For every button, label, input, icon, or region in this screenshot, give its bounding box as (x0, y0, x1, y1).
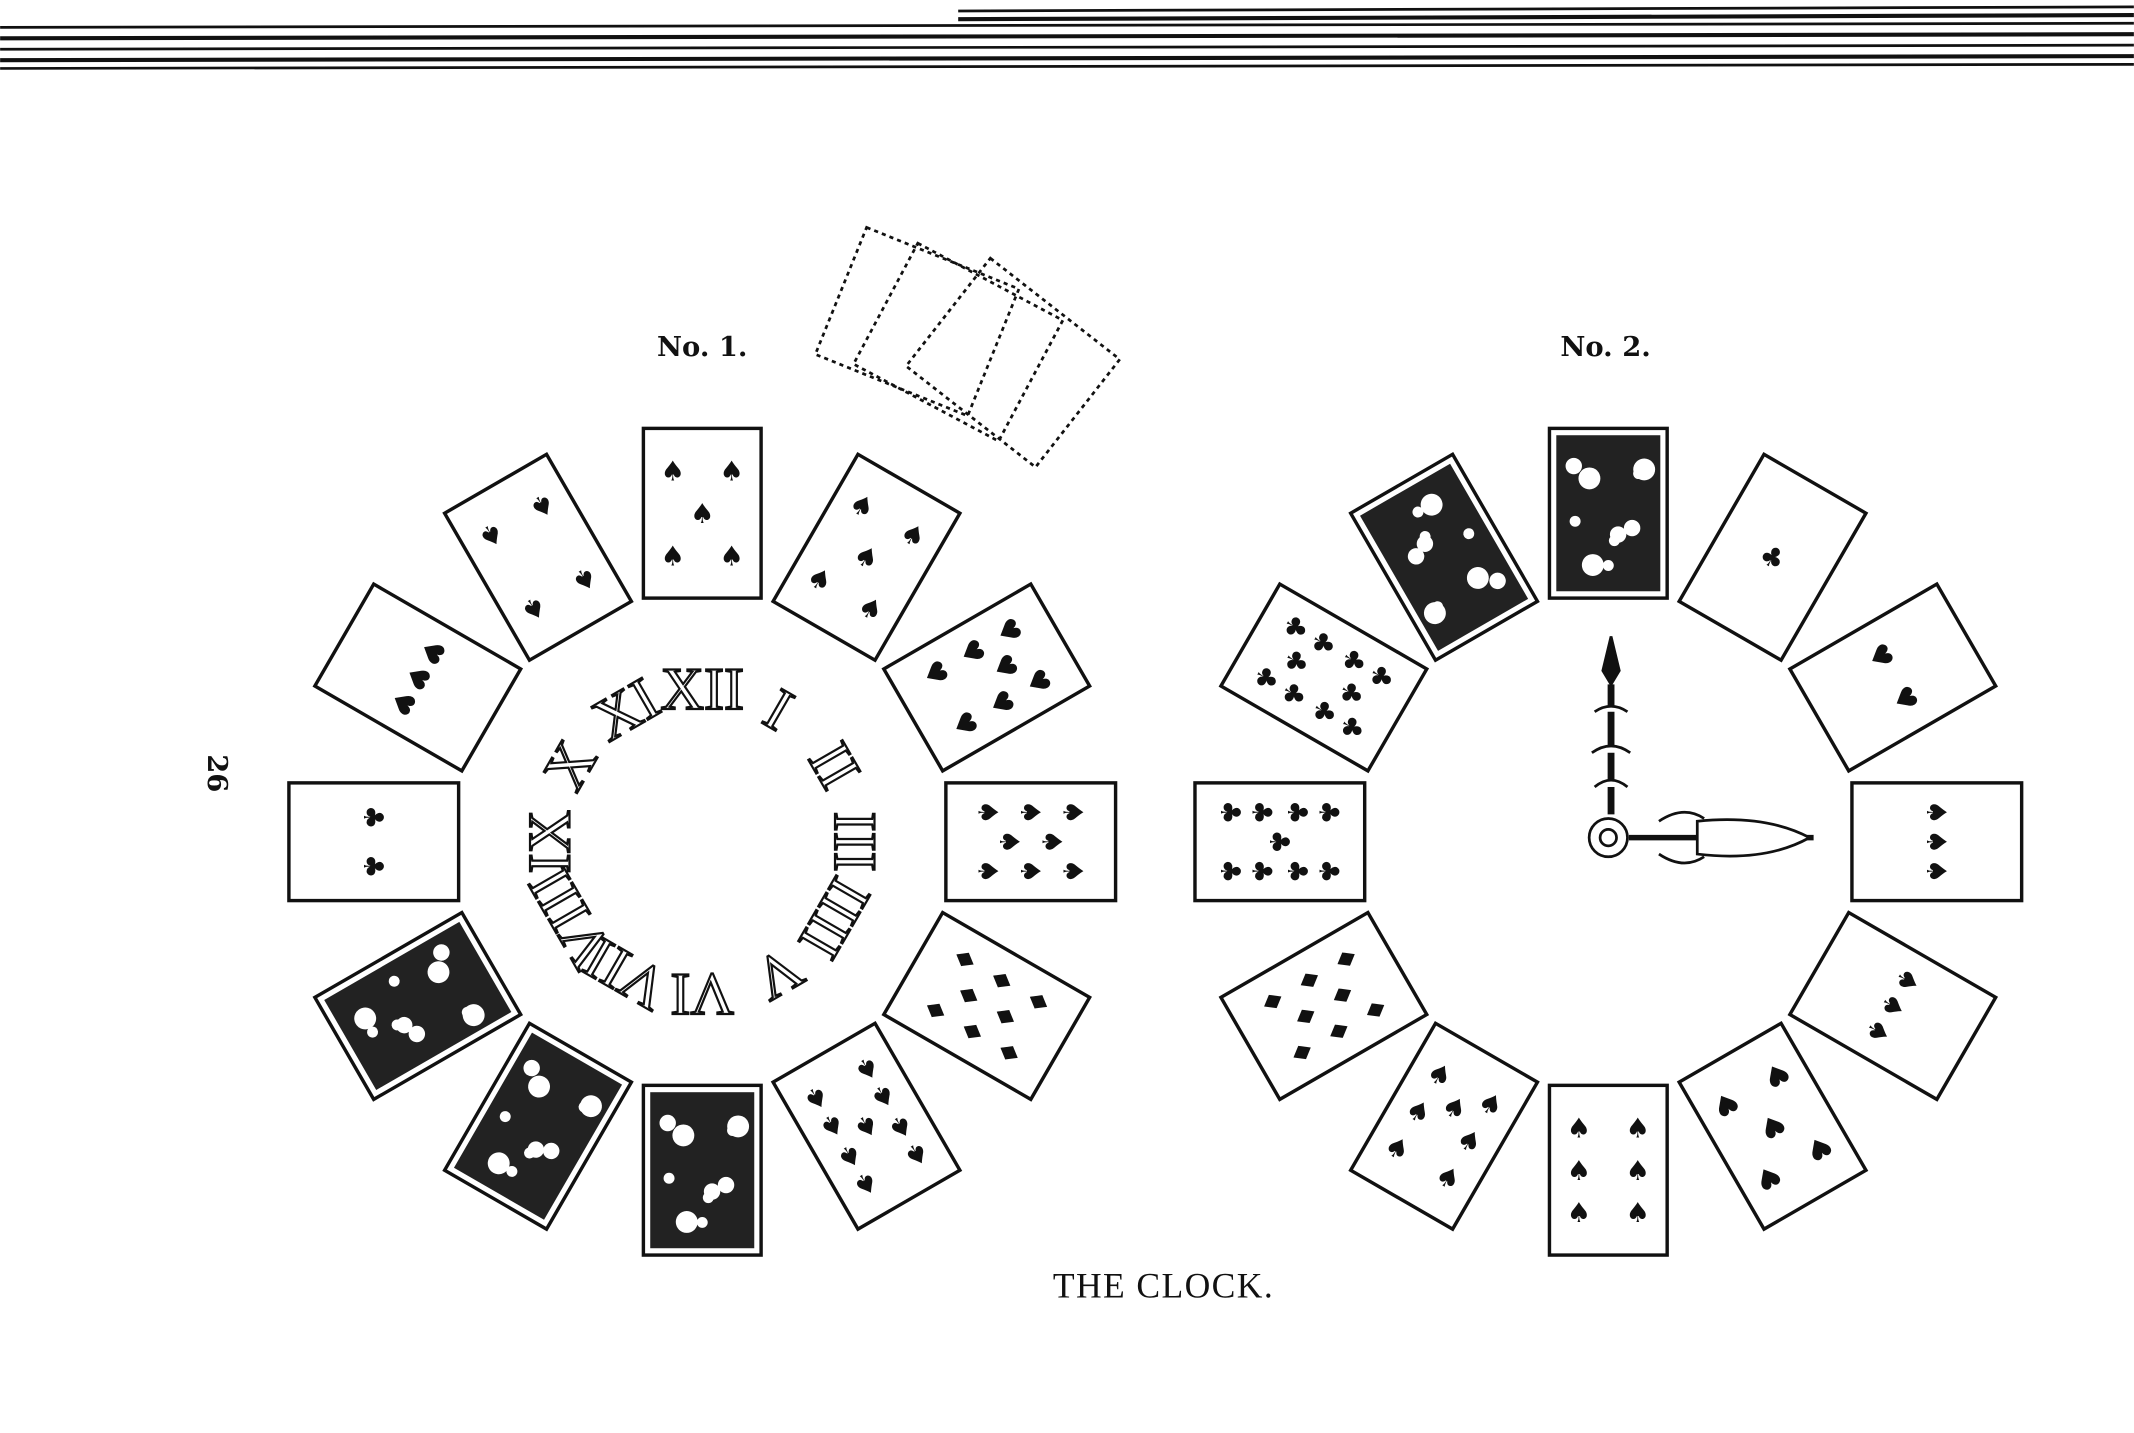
club-icon: ♣ (1281, 800, 1312, 825)
rule-line (0, 54, 2134, 63)
club-icon: ♣ (1313, 859, 1344, 884)
pip-card: ♠ ♠ ♠ ♠ ♠ ♠ (1547, 1083, 1669, 1257)
club-icon: ♣ (357, 854, 388, 879)
pip-card: ♠ ♠ ♠ (1850, 781, 2024, 903)
figure-2-label: No. 2. (1560, 331, 1650, 363)
face-card (641, 1083, 763, 1257)
face-card (442, 1020, 634, 1232)
club-icon: ♣ (1281, 859, 1312, 884)
clock-numeral: IIII (785, 866, 883, 969)
clock-2: ♣♥♥♠♠♠♠♠♠♥♥♥♥♥♠♠♠♠♠♠♠♠♠♠♠♠♠♦♦♦♦♦♦♦♦♣♣♣♣♣… (1193, 426, 2024, 1257)
spade-icon: ♠ (719, 541, 744, 572)
stock-card (904, 256, 1122, 470)
rule-line (0, 32, 2134, 41)
spade-icon: ♠ (1567, 1113, 1592, 1144)
page-number: 26 (201, 754, 233, 792)
spade-icon: ♠ (719, 456, 744, 487)
club-icon: ♣ (1246, 800, 1277, 825)
clock-numeral: XII (660, 656, 744, 723)
clock-numeral: IX (516, 810, 583, 874)
rule-line (958, 13, 2134, 22)
clock-numeral: VI (670, 960, 734, 1027)
figure-1-label: No. 1. (657, 331, 747, 363)
stock-pile-dotted (813, 225, 1122, 470)
clock-numeral: X (530, 730, 610, 801)
stock-card (851, 241, 1065, 443)
face-card (1348, 452, 1540, 663)
spade-icon: ♠ (1567, 1156, 1592, 1187)
rule-line (0, 43, 2134, 51)
pip-card: ♦♦♦♦♦♦♦♦ (881, 910, 1092, 1102)
spade-icon: ♠ (661, 541, 686, 572)
spade-icon: ♠ (1057, 800, 1088, 825)
header-rule-lines (0, 5, 2134, 70)
spade-icon: ♠ (1920, 800, 1951, 825)
spade-icon: ♠ (1567, 1198, 1592, 1229)
rule-line (0, 21, 2134, 29)
spade-icon: ♠ (1625, 1113, 1650, 1144)
pip-card: ♥♥♥ (312, 581, 524, 774)
spade-icon: ♠ (1625, 1198, 1650, 1229)
pip-card: ♥♥♥♥♥ (1676, 1020, 1869, 1232)
pip-card: ♠♠♠ (1787, 910, 1999, 1102)
pip-card: ♣♣♣♣♣♣♣♣♣♣ (1218, 581, 1430, 774)
spade-icon: ♠ (1035, 829, 1066, 854)
pip-card: ♣ (1676, 452, 1869, 663)
spade-icon: ♠ (972, 800, 1003, 825)
pip-card: ♥♥ (1787, 581, 1999, 774)
pip-card: ♠♠♠♠♠♠♠ (1348, 1020, 1540, 1232)
spade-icon: ♠ (1057, 859, 1088, 884)
spade-icon: ♠ (993, 829, 1024, 854)
rule-line (0, 62, 2134, 70)
spade-icon: ♠ (690, 499, 715, 530)
pip-card: ♠♠♠♠♠ (641, 426, 763, 600)
spade-icon: ♠ (1920, 829, 1951, 854)
pip-card: ♣♣♣♣♣♣♣♣♣ (1193, 781, 1367, 903)
club-icon: ♣ (1263, 829, 1294, 854)
club-icon: ♣ (1214, 800, 1245, 825)
club-icon: ♣ (1313, 800, 1344, 825)
club-icon: ♣ (1246, 859, 1277, 884)
face-card (312, 910, 524, 1102)
clock-numeral: III (821, 812, 888, 872)
spade-icon: ♠ (661, 456, 686, 487)
pip-card: ♦♦♦♦♦♦♦♦ (1218, 910, 1430, 1102)
club-icon: ♣ (1214, 859, 1245, 884)
spade-icon: ♠ (1625, 1156, 1650, 1187)
rule-line (958, 5, 2134, 13)
face-card (1547, 426, 1669, 600)
spade-icon: ♠ (1014, 800, 1045, 825)
clock-numeral: I (753, 676, 804, 744)
spade-icon: ♠ (972, 859, 1003, 884)
spade-icon: ♠ (1014, 859, 1045, 884)
pip-card: ♣♣ (287, 781, 461, 903)
clock-numeral: XI (582, 665, 671, 755)
clock-numeral: II (795, 731, 873, 799)
club-icon: ♣ (357, 805, 388, 830)
pip-card: ♠ ♠ ♠ ♠ ♠ ♠ ♠ ♠ (944, 781, 1118, 903)
pip-card: ♠♠♠♠♠ (770, 452, 963, 663)
pip-card: ♠♠♠♠ (442, 452, 634, 663)
spade-icon: ♠ (1920, 859, 1951, 884)
stock-card (813, 225, 1021, 418)
clock-hands-icon (1587, 636, 1814, 865)
pip-card: ♥♥♥♥♥♥♥ (881, 581, 1092, 774)
figure-caption: THE CLOCK. (1053, 1266, 1274, 1306)
pip-card: ♠♠♠♠♠♠♠♠♠ (770, 1020, 963, 1232)
clock-1: ♠♠♠♠♠♠♠♠♠♠♥♥♥♥♥♥♥♠♠♠♠♠♠♠♠♦♦♦♦♦♦♦♦♠♠♠♠♠♠♠… (287, 426, 1118, 1257)
